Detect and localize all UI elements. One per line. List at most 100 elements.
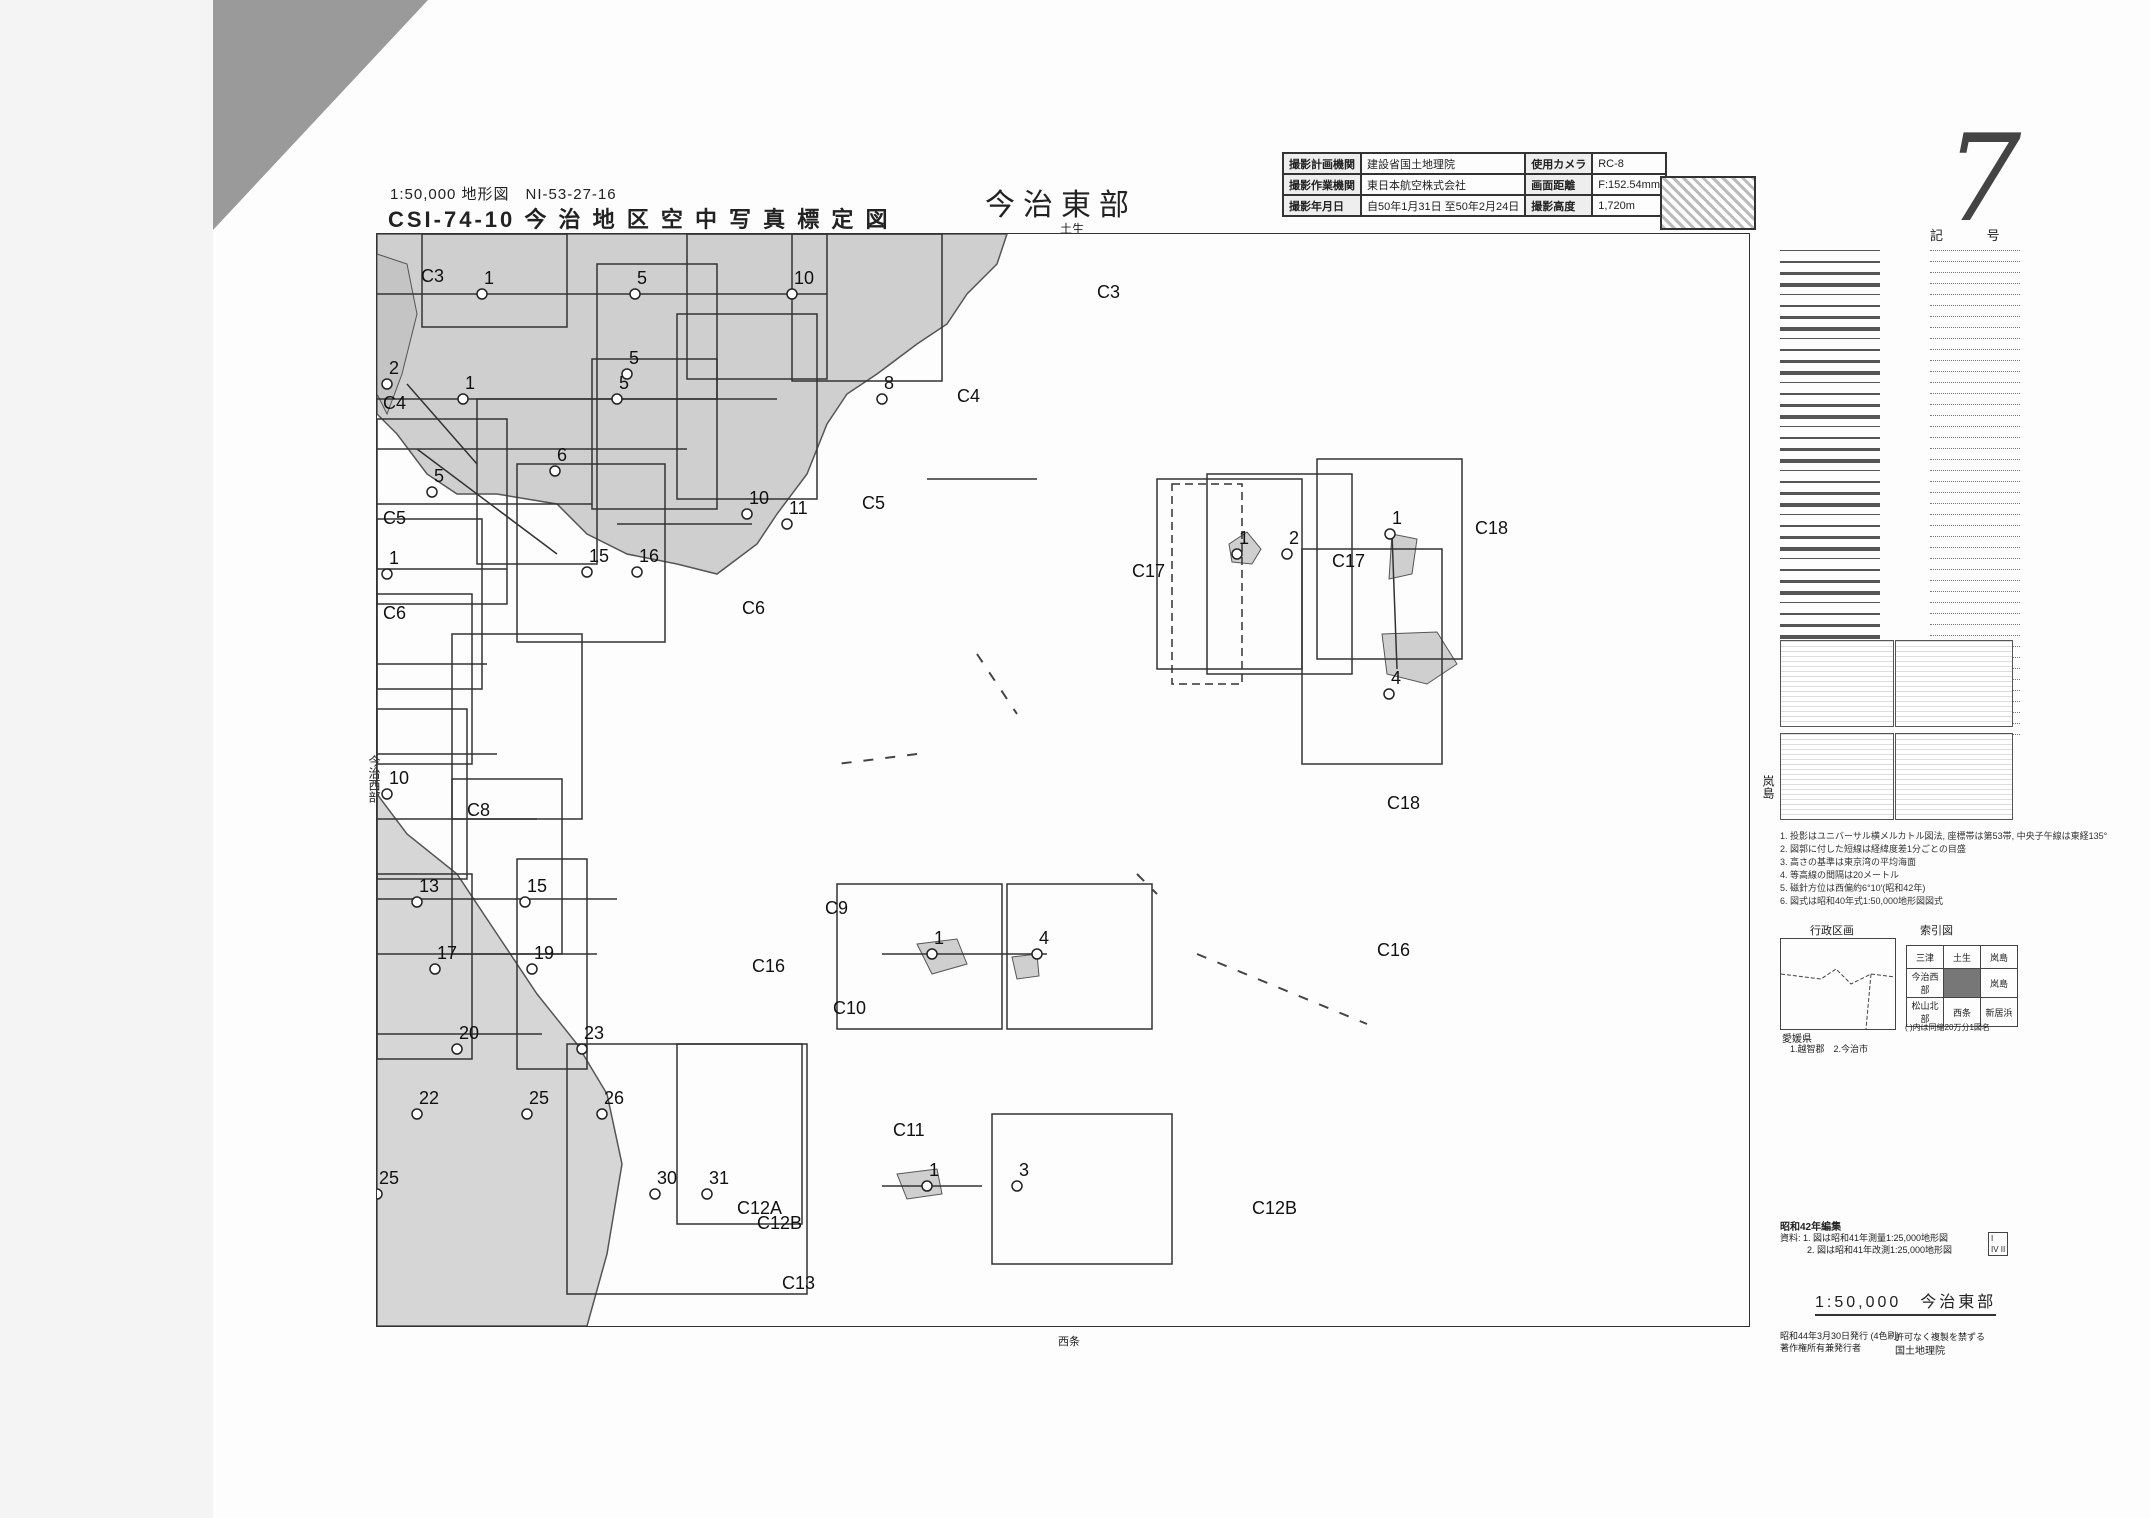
- course-label: C16: [752, 956, 785, 976]
- legend-inset-town: [1780, 640, 1894, 727]
- legend-symbol-sample: [1930, 503, 2020, 504]
- photo-number: 20: [459, 1023, 479, 1043]
- photo-point: [926, 948, 938, 960]
- legend-symbol-sample: [1930, 558, 2020, 559]
- index-cell-current: [1943, 968, 1981, 998]
- legend-line-sample: [1780, 514, 1880, 515]
- legend-symbol-sample: [1930, 437, 2020, 438]
- legend-line-sample: [1780, 492, 1880, 495]
- legend-line-sample: [1780, 382, 1880, 383]
- photo-frame: [686, 234, 828, 380]
- index-map-footer: ( )内は同縮20万分1図名: [1905, 1023, 1990, 1032]
- folded-corner: [213, 0, 428, 230]
- course-label: C4: [957, 386, 980, 406]
- legend-line-sample: [1780, 470, 1880, 471]
- course-label: C5: [862, 493, 885, 513]
- photo-number: 6: [557, 445, 567, 465]
- legend-line-sample: [1780, 272, 1880, 275]
- photo-point: [701, 1188, 713, 1200]
- legend-symbol-sample: [1930, 470, 2020, 471]
- legend-line-sample: [1780, 525, 1880, 527]
- info-cell: 自50年1月31日 至50年2月24日: [1359, 194, 1527, 217]
- photo-number: 1: [389, 548, 399, 568]
- legend-line-sample: [1780, 624, 1880, 627]
- index-row: 今治西部 岚島: [1906, 968, 2018, 998]
- publisher: 国土地理院: [1895, 1346, 1945, 1357]
- photo-number: 19: [534, 943, 554, 963]
- legend-symbol-sample: [1930, 547, 2020, 548]
- legend-line-sample: [1780, 404, 1880, 407]
- legend-line-sample: [1780, 371, 1880, 375]
- legend-symbol-sample: [1930, 426, 2020, 427]
- legend-symbol-sample: [1930, 261, 2020, 262]
- survey-info-table: 撮影計画機関 建設省国土地理院 使用カメラ RC-8 撮影作業機関 東日本航空株…: [1282, 152, 1667, 217]
- note-line: 2. 図郭に付した短線は経緯度差1分ごとの目盛: [1780, 844, 1966, 854]
- photo-frame: [676, 313, 818, 500]
- legend-line-sample: [1780, 635, 1880, 639]
- quadrant-line: IV II: [1991, 1245, 2006, 1254]
- legend-symbol-sample: [1930, 338, 2020, 339]
- course-label: C8: [467, 800, 490, 820]
- course-label: C6: [383, 603, 406, 623]
- island-south-a: [916, 938, 968, 975]
- course-label: C17: [1332, 551, 1365, 571]
- dash-route: [1136, 873, 1158, 895]
- index-map-title: 索引図: [1920, 925, 1953, 937]
- adjacent-sheet-south: 西条: [1058, 1336, 1080, 1348]
- flight-line: [1391, 533, 1398, 670]
- island-south-c: [896, 1168, 943, 1200]
- legend-symbol-sample: [1930, 283, 2020, 284]
- photo-number: 11: [789, 498, 808, 518]
- legend-line-sample: [1780, 294, 1880, 295]
- legend-symbol-sample: [1930, 393, 2020, 394]
- photo-number: 13: [419, 876, 439, 896]
- photo-point: [781, 518, 793, 530]
- photo-number: 31: [709, 1168, 729, 1188]
- series-line: 1:50,000 地形図 NI-53-27-16: [390, 186, 617, 203]
- photo-point: [576, 1043, 588, 1055]
- legend-line-sample: [1780, 426, 1880, 427]
- index-diagram: [1660, 176, 1756, 230]
- photo-point: [457, 393, 469, 405]
- course-label: C18: [1387, 793, 1420, 813]
- legend-line-sample: [1780, 316, 1880, 319]
- photo-point: [649, 1188, 661, 1200]
- photo-number: 10: [749, 488, 769, 508]
- photo-number: 1: [465, 373, 475, 393]
- scale-title: 1:50,000 今治東部: [1815, 1288, 1997, 1316]
- photo-point: [381, 378, 393, 390]
- page-title: CSI-74-10 今 治 地 区 空 中 写 真 標 定 図: [388, 207, 891, 232]
- info-row: 撮影計画機関 建設省国土地理院 使用カメラ RC-8: [1282, 152, 1667, 175]
- legend-line-sample: [1780, 503, 1880, 507]
- photo-frame: [1316, 458, 1463, 660]
- legend-symbol-sample: [1930, 415, 2020, 416]
- photo-frame: [377, 708, 468, 880]
- course-label: C10: [833, 998, 866, 1018]
- photo-point: [1383, 688, 1395, 700]
- photo-number: 2: [389, 358, 399, 378]
- course-label: C9: [825, 898, 848, 918]
- flight-line: [406, 383, 478, 465]
- info-cell: 撮影作業機関: [1282, 173, 1362, 196]
- legend-title: 記 号: [1930, 228, 2020, 243]
- admin-division-diagram: [1780, 938, 1896, 1030]
- photo-number: 1: [934, 928, 944, 948]
- photo-number: 17: [437, 943, 457, 963]
- index-cell: 岚島: [1980, 945, 2018, 969]
- admin-division-title: 行政区画: [1810, 925, 1854, 937]
- photo-number: 16: [639, 546, 659, 566]
- course-label: C11: [893, 1120, 925, 1140]
- photo-point: [526, 963, 538, 975]
- photo-frame: [516, 858, 588, 1070]
- legend-line-sample: [1780, 305, 1880, 307]
- photo-point: [429, 963, 441, 975]
- legend-line-sample: [1780, 437, 1880, 439]
- index-cell: 三津: [1906, 945, 1944, 969]
- photo-point: [1384, 528, 1396, 540]
- legend-symbol-sample: [1930, 250, 2020, 251]
- note-line: 6. 図式は昭和40年式1:50,000地形図図式: [1780, 896, 1944, 906]
- legend-symbol-sample: [1930, 525, 2020, 526]
